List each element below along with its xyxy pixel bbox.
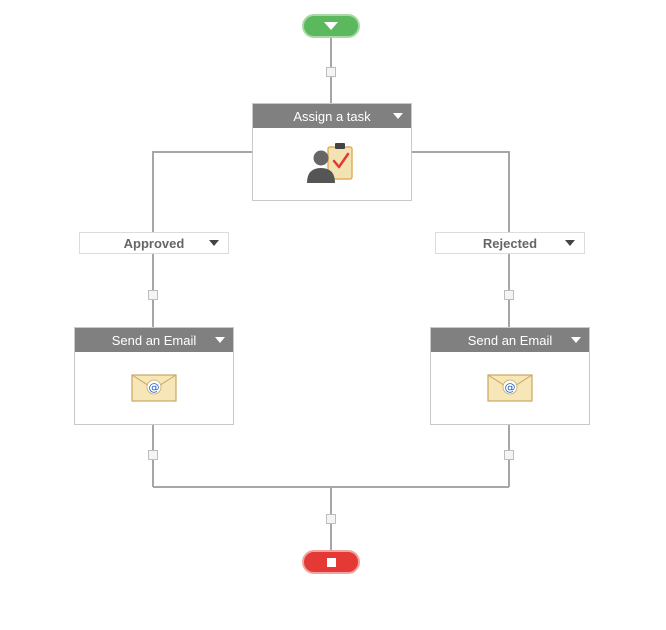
chevron-down-icon[interactable]: [215, 337, 225, 343]
connector-point[interactable]: [148, 290, 158, 300]
connector-point[interactable]: [326, 514, 336, 524]
email-envelope-icon: @: [487, 374, 533, 402]
workflow-end-node[interactable]: [302, 550, 360, 574]
assign-task-header[interactable]: Assign a task: [253, 104, 411, 128]
connector-point[interactable]: [504, 290, 514, 300]
stop-square-icon: [326, 557, 336, 567]
send-email-node-rejected[interactable]: Send an Email @: [430, 327, 590, 425]
send-email-node-approved[interactable]: Send an Email @: [74, 327, 234, 425]
assign-task-title: Assign a task: [293, 108, 371, 124]
assign-task-node[interactable]: Assign a task: [252, 103, 412, 201]
send-email-title: Send an Email: [467, 332, 553, 348]
connector-point[interactable]: [326, 67, 336, 77]
svg-text:@: @: [505, 381, 516, 394]
chevron-down-icon[interactable]: [209, 240, 219, 246]
branch-rejected-dropdown[interactable]: Rejected: [435, 232, 585, 254]
triangle-down-icon: [324, 22, 338, 30]
assign-task-icon: [307, 143, 353, 183]
send-email-header[interactable]: Send an Email: [431, 328, 589, 352]
email-envelope-icon: @: [131, 374, 177, 402]
send-email-title: Send an Email: [111, 332, 197, 348]
workflow-start-node[interactable]: [302, 14, 360, 38]
svg-text:@: @: [149, 381, 160, 394]
branch-approved-dropdown[interactable]: Approved: [79, 232, 229, 254]
branch-rejected-label: Rejected: [482, 235, 538, 251]
connector-point[interactable]: [504, 450, 514, 460]
chevron-down-icon[interactable]: [565, 240, 575, 246]
chevron-down-icon[interactable]: [571, 337, 581, 343]
chevron-down-icon[interactable]: [393, 113, 403, 119]
connector-point[interactable]: [148, 450, 158, 460]
send-email-header[interactable]: Send an Email: [75, 328, 233, 352]
branch-approved-label: Approved: [123, 235, 185, 251]
